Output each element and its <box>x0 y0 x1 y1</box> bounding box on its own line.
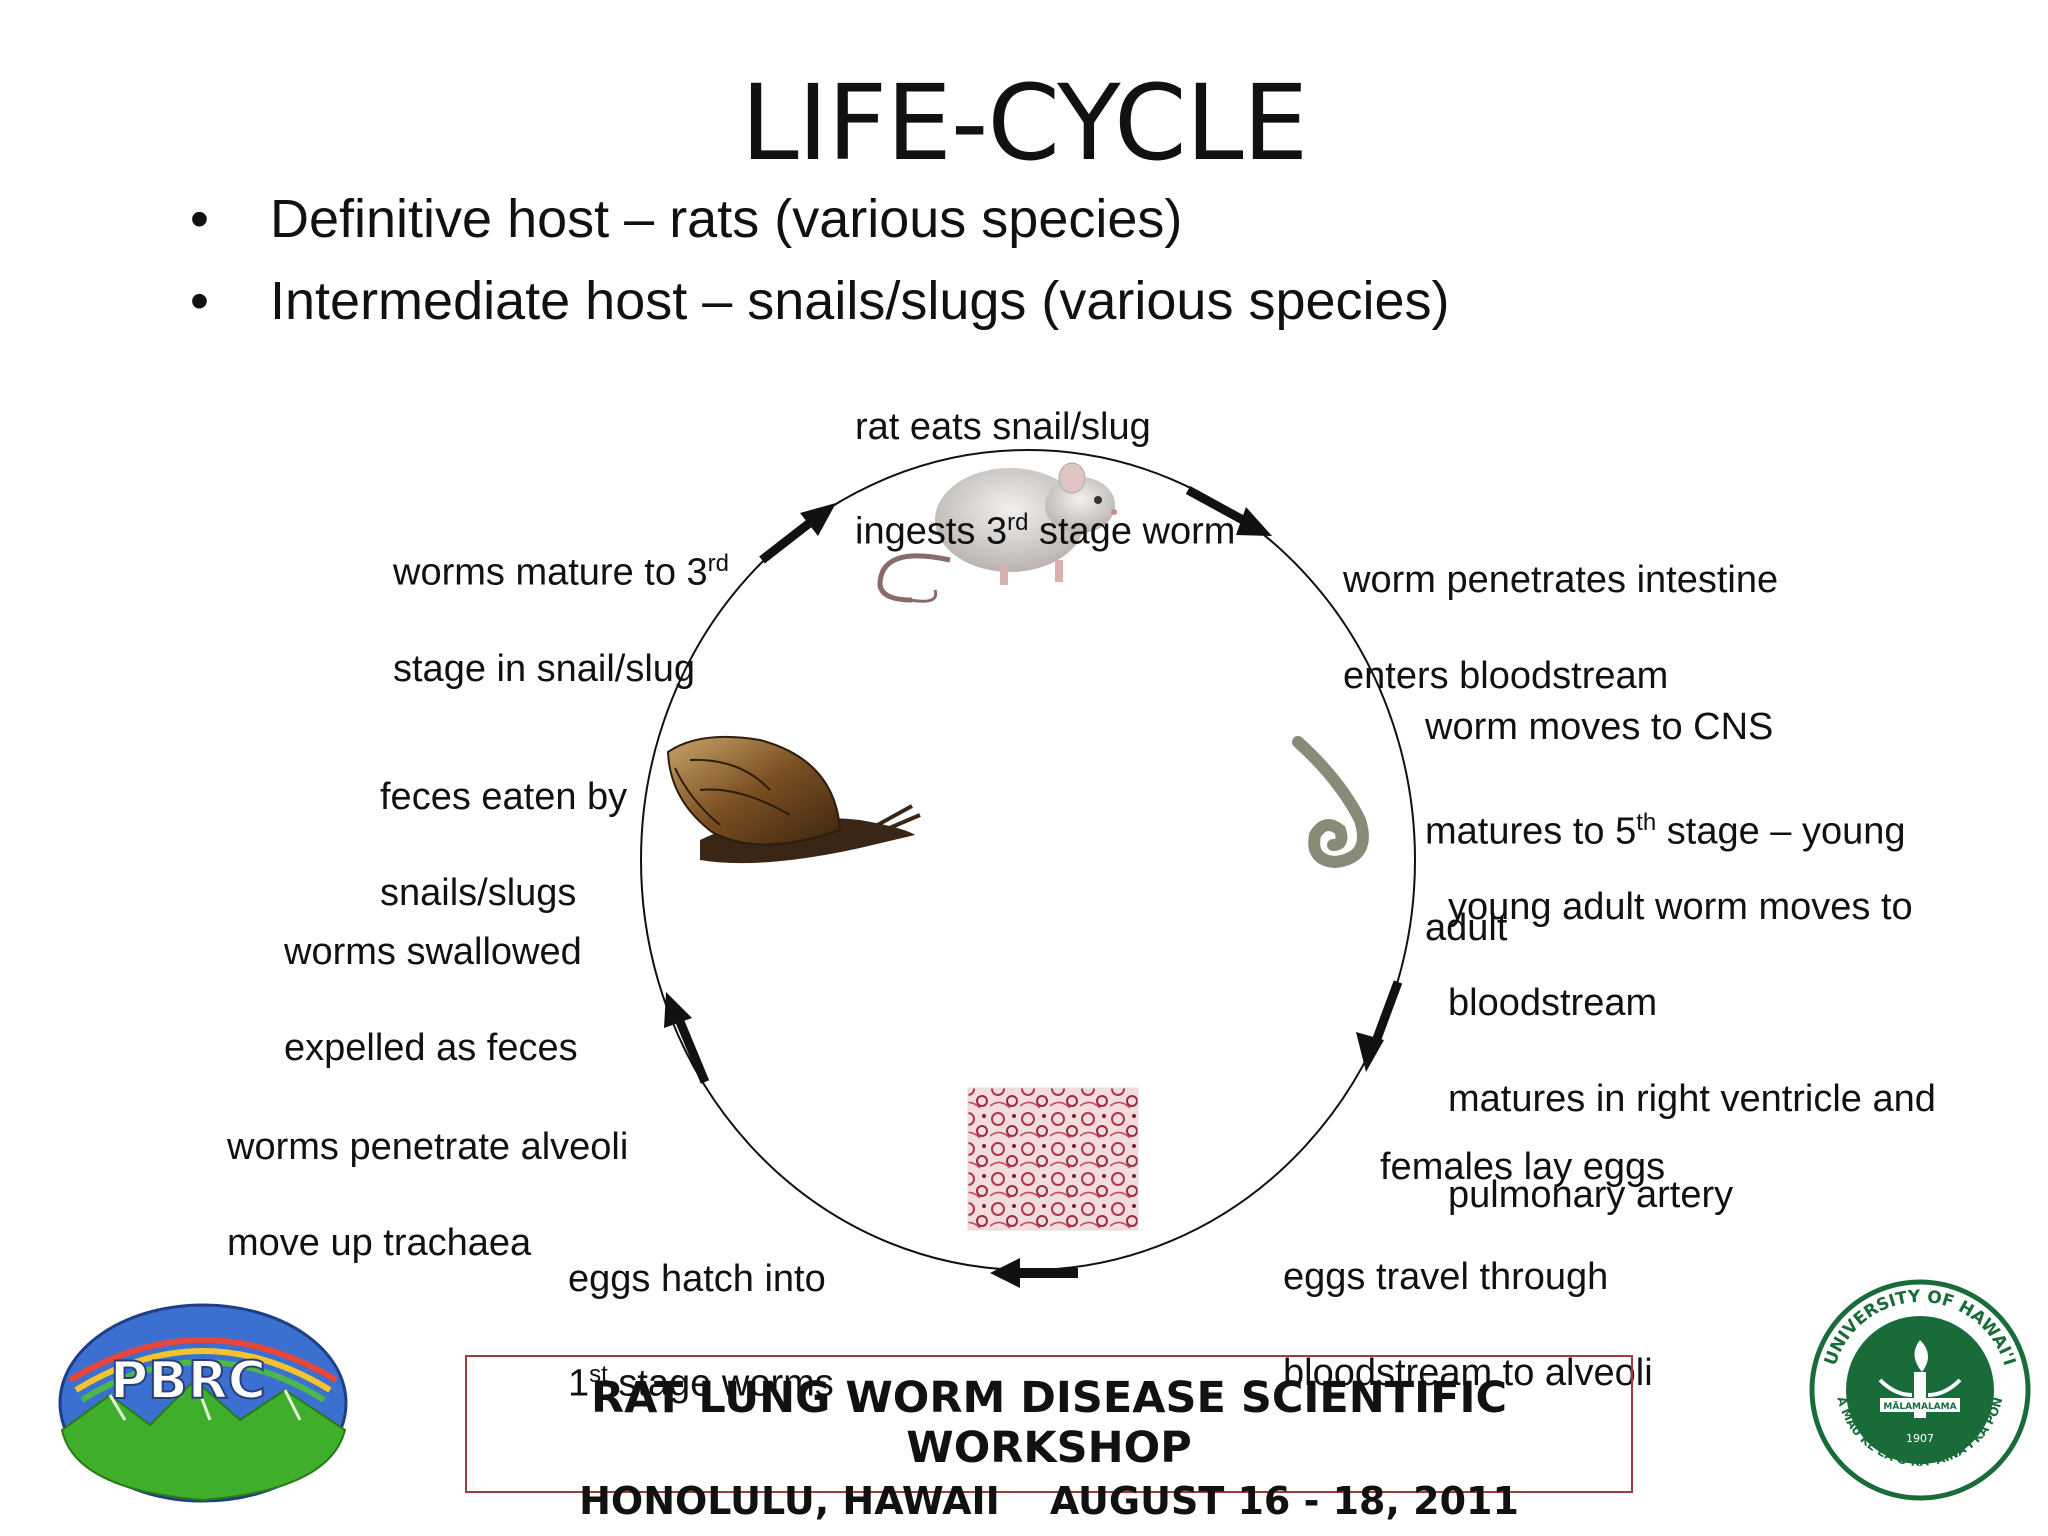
arrow-icon <box>664 992 710 1084</box>
step-line: worms swallowed <box>284 931 582 973</box>
bullet-intermediate-host: • Intermediate host – snails/slugs (vari… <box>190 270 1450 332</box>
arrow-icon <box>759 503 836 564</box>
step-swallowed: worms swallowed expelled as feces <box>284 880 582 1072</box>
step-line: worm penetrates intestine <box>1343 559 1779 601</box>
pbrc-logo-text: PBRC <box>110 1351 266 1411</box>
step-line: pulmonary artery <box>1448 1174 1734 1216</box>
step-line: bloodstream to alveoli <box>1283 1352 1653 1394</box>
step-mature-snail: worms mature to 3rd stage in snail/slug <box>393 492 729 693</box>
step-line: bloodstream <box>1448 982 1658 1024</box>
step-line: eggs hatch into <box>568 1258 826 1300</box>
pbrc-logo: PBRC <box>58 1303 348 1503</box>
arrow-icon <box>1185 486 1272 536</box>
step-eggs-travel: eggs travel through bloodstream to alveo… <box>1283 1205 1653 1397</box>
snail-icon <box>666 735 921 864</box>
step-superscript: rd <box>1007 509 1029 536</box>
step-line: young adult worm moves to <box>1448 886 1913 928</box>
step-line: expelled as feces <box>284 1027 578 1069</box>
bullet-definitive-host: • Definitive host – rats (various specie… <box>190 188 1182 250</box>
slide-title: LIFE-CYCLE <box>740 62 1309 184</box>
workshop-title: RAT LUNG WORM DISEASE SCIENTIFIC WORKSHO… <box>590 1373 1508 1473</box>
workshop-dates: AUGUST 16 - 18, 2011 <box>1049 1479 1519 1523</box>
bullet-text: Intermediate host – snails/slugs (variou… <box>270 271 1450 331</box>
step-line: worms penetrate alveoli <box>227 1126 629 1168</box>
worm-icon <box>1292 736 1369 869</box>
workshop-footer-box: RAT LUNG WORM DISEASE SCIENTIFIC WORKSHO… <box>465 1355 1633 1523</box>
step-line: females lay eggs <box>1380 1146 1666 1188</box>
step-line: stage in snail/slug <box>393 647 696 690</box>
step-line: move up trachaea <box>227 1222 532 1264</box>
uh-seal-banner: MĀLAMALAMA <box>1883 1401 1956 1412</box>
arrow-icon <box>1356 980 1403 1072</box>
rat-icon <box>877 462 1117 603</box>
step-line: snails/slugs <box>380 872 577 914</box>
step-eggs-hatch: eggs hatch into 1st stage worms <box>568 1207 834 1408</box>
bullet-marker: • <box>190 271 209 331</box>
step-penetrate-alveoli: worms penetrate alveoli move up trachaea <box>227 1075 628 1267</box>
step-lay-eggs: females lay eggs <box>1380 1095 1665 1191</box>
step-line: worms mature to 3 <box>393 551 708 594</box>
step-line: stage worm <box>1028 510 1236 553</box>
step-line: ingests 3 <box>855 510 1008 553</box>
step-line: worm moves to CNS <box>1425 706 1774 748</box>
step-line: enters bloodstream <box>1343 655 1669 697</box>
step-line: matures in right ventricle and <box>1448 1078 1936 1120</box>
step-feces-eaten: feces eaten by snails/slugs <box>380 725 627 917</box>
bullet-marker: • <box>190 189 209 249</box>
step-line: adult <box>1425 906 1508 949</box>
step-superscript: st <box>589 1361 608 1388</box>
step-line: stage – young <box>1656 810 1906 853</box>
workshop-location: HONOLULU, HAWAII <box>579 1479 1000 1523</box>
step-line: feces eaten by <box>380 776 628 818</box>
uh-seal-year: 1907 <box>1906 1432 1934 1445</box>
arrow-icon <box>990 1258 1078 1288</box>
bullet-text: Definitive host – rats (various species) <box>270 189 1183 249</box>
step-superscript: th <box>1636 809 1657 836</box>
step-line: matures to 5 <box>1425 810 1637 853</box>
step-penetrates: worm penetrates intestine enters bloodst… <box>1343 508 1778 700</box>
step-line: rat eats snail/slug <box>855 406 1151 448</box>
tissue-micrograph <box>967 1087 1139 1231</box>
step-cns: worm moves to CNS matures to 5th stage –… <box>1425 655 1906 952</box>
step-rat-eats: rat eats snail/slug ingests 3rd stage wo… <box>855 355 1235 556</box>
step-superscript: rd <box>707 550 729 577</box>
cycle-arrows <box>664 486 1403 1288</box>
step-young-adult: young adult worm moves to bloodstream ma… <box>1448 835 1936 1219</box>
workshop-location-date: HONOLULU, HAWAII AUGUST 16 - 18, 2011 <box>467 1479 1631 1523</box>
step-line: 1 <box>568 1362 590 1405</box>
step-line: stage worms <box>607 1362 834 1405</box>
step-line: eggs travel through <box>1283 1256 1609 1298</box>
